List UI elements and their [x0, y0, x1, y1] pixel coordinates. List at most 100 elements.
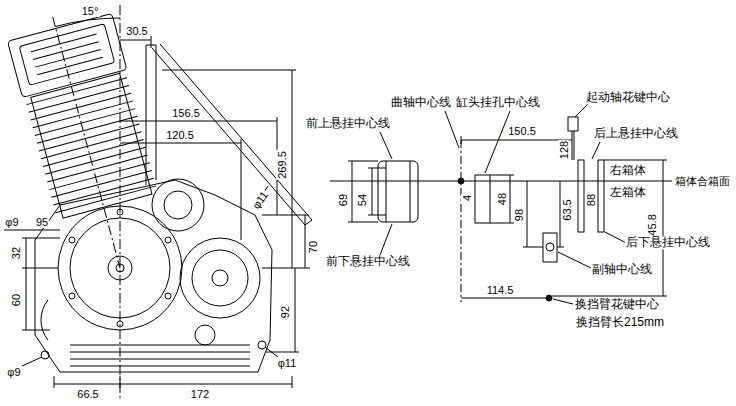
centerline-label: 换挡臂花键中心	[574, 298, 660, 311]
engine-outline	[258, 341, 266, 349]
engine-outline	[69, 293, 75, 299]
engine-outline	[4, 2, 672, 400]
dimension-line	[461, 298, 549, 299]
leader-line	[22, 347, 278, 366]
dimension-value: φ9	[4, 216, 19, 228]
engine-outline	[117, 209, 123, 215]
cylinder-head	[4, 2, 176, 281]
engine-outline	[543, 233, 557, 262]
engine-outline	[212, 270, 228, 286]
dimension-line	[54, 376, 292, 388]
centerline-label: 后上悬挂中心线	[593, 127, 679, 140]
centerline-label: 前下悬挂中心线	[325, 255, 411, 268]
dimension-line	[348, 161, 378, 222]
sprocket	[41, 300, 48, 340]
leader-line	[553, 299, 573, 304]
dimension-value: φ9	[6, 366, 21, 378]
engine-outline	[58, 206, 182, 330]
dimension-value: 4	[461, 194, 473, 202]
centerline-label: 后下悬挂中心线	[625, 236, 711, 249]
tube	[146, 45, 156, 185]
engine-outline	[475, 175, 490, 223]
leader-line	[558, 252, 591, 268]
dimension-line	[574, 131, 575, 160]
angle-value: 15°	[81, 5, 100, 17]
engine-outline	[458, 178, 464, 184]
centerline-label: 箱体合箱面	[674, 175, 731, 187]
dimension-line	[162, 70, 310, 268]
dimension-value: 69	[337, 193, 349, 207]
centerline-label: 左箱体	[609, 186, 647, 199]
engine-outline	[180, 238, 260, 318]
engine-outline	[116, 264, 124, 272]
engine-outline	[41, 351, 49, 359]
engine-outline	[195, 325, 215, 345]
dimension-line	[120, 36, 151, 48]
dimension-line	[262, 215, 309, 268]
dimension-line	[120, 117, 277, 215]
dimension-line	[266, 268, 299, 352]
oil-pan-fins	[70, 345, 250, 366]
dimension-line	[22, 238, 60, 330]
centerline-label: 前上悬挂中心线	[305, 117, 391, 130]
dimension-value: φ11	[277, 357, 298, 369]
engine-outline	[378, 161, 418, 222]
crank-centerline	[461, 140, 462, 302]
engine-outline	[108, 256, 132, 280]
dimension-value: 120.5	[165, 129, 195, 141]
dimension-value: 54	[356, 193, 368, 207]
engine-outline	[192, 250, 248, 306]
dimension-line	[120, 139, 241, 240]
dimension-value: 95	[35, 216, 49, 228]
crank-centerline	[120, 5, 121, 400]
leader-line	[445, 111, 510, 173]
crankcase	[35, 180, 272, 372]
engine-outline	[598, 160, 604, 232]
dimension-value: 32	[10, 246, 22, 260]
dimension-value: 128	[558, 140, 570, 160]
engine-outline	[165, 237, 171, 243]
centerline-label: 右箱体	[609, 164, 647, 177]
leader-line	[575, 104, 588, 117]
engine-outline	[546, 243, 554, 251]
centerline-label: 副轴中心线	[591, 263, 653, 276]
dimension-value: 92	[279, 305, 291, 319]
cylinder-head	[19, 24, 114, 85]
centerline-label: 起动轴花键中心	[585, 91, 671, 104]
engine-outline	[578, 160, 584, 232]
dimension-value: φ11	[249, 188, 271, 212]
case-joint-line	[330, 181, 672, 182]
cylinder-head	[31, 34, 103, 75]
cylinder-head	[53, 17, 120, 268]
leader-line	[380, 132, 392, 255]
dimension-line	[552, 160, 667, 296]
dimension-value: 70	[307, 240, 319, 254]
engine-outline	[546, 295, 552, 301]
dimension-value: 60	[10, 293, 22, 307]
engine-outline	[69, 237, 75, 243]
dimension-value: 172	[190, 388, 210, 400]
cylinder-head	[8, 13, 127, 97]
engine-outline	[164, 191, 192, 219]
engine-outline	[386, 161, 410, 222]
dimension-value: 66.5	[76, 388, 99, 400]
dimension-value: 269.5	[276, 150, 288, 180]
dimension-value: 156.5	[171, 107, 201, 119]
dimension-value: 150.5	[507, 125, 537, 137]
exhaust-pipe	[152, 44, 312, 225]
engine-outline	[70, 218, 170, 318]
dimension-line	[490, 175, 514, 223]
angle-arc	[55, 18, 120, 27]
engine-outline	[117, 321, 123, 327]
engine-outline	[152, 179, 204, 231]
dimension-value: 48	[496, 192, 508, 206]
dimension-line	[368, 168, 386, 215]
cylinder-head	[27, 78, 156, 213]
dimension-value: 98	[513, 208, 525, 222]
dimension-value: 88	[585, 193, 597, 207]
engine-outline	[165, 293, 171, 299]
dimension-line	[523, 181, 543, 247]
leader-line	[4, 230, 60, 231]
dimension-value: 63.5	[561, 198, 573, 221]
